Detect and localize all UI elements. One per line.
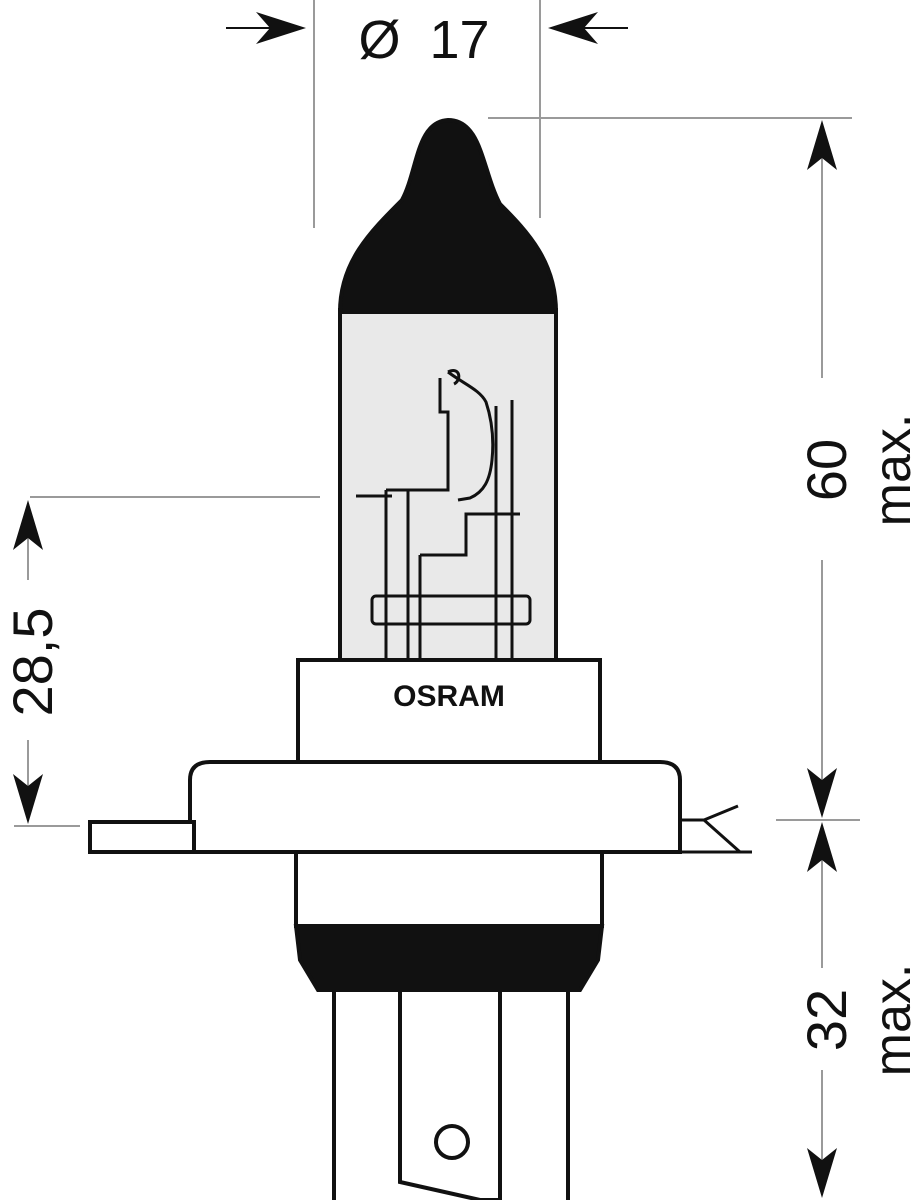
- brand-label: OSRAM: [393, 680, 505, 713]
- center-blade: [398, 988, 502, 1200]
- diameter-symbol: Ø: [358, 10, 400, 70]
- flange-right-notch: [680, 804, 752, 854]
- dim-285-value: 28,5: [1, 608, 64, 717]
- filament-assembly: [356, 369, 532, 664]
- lower-body: [294, 850, 604, 928]
- dim-60-value: 60: [795, 439, 858, 501]
- connector-pins: [332, 988, 570, 1200]
- notch-lines: [680, 804, 752, 854]
- base-collar: [296, 658, 602, 764]
- dim-285-arrow-top: [13, 500, 43, 550]
- curved-filament: [447, 370, 495, 502]
- lower-filament-step: [420, 512, 520, 557]
- flange: [188, 760, 682, 854]
- dim-32-arrow-bottom: [807, 1148, 837, 1198]
- black-lower-band: [293, 924, 605, 992]
- dim-60-qualifier: max.: [864, 414, 920, 527]
- dim-32-label-group: 32 max.: [795, 964, 920, 1077]
- diameter-label: Ø 17: [358, 10, 489, 70]
- blade-hole: [434, 1124, 470, 1160]
- filament-loop-top: [447, 369, 461, 386]
- diameter-value: 17: [429, 10, 489, 70]
- dim-32-qualifier: max.: [864, 964, 920, 1077]
- dim-60-label-group: 60 max.: [795, 414, 920, 527]
- dim-32-arrow-top: [807, 822, 837, 872]
- dim-285-arrow-bottom: [13, 774, 43, 824]
- dim-60-arrow-bottom: [807, 768, 837, 818]
- arrowheads: [13, 12, 837, 1198]
- dim-60-arrow-top: [807, 120, 837, 170]
- flange-left-tab: [88, 820, 196, 854]
- black-tip: [337, 117, 559, 314]
- upper-filament-shield: [386, 378, 450, 492]
- dim-32-value: 32: [795, 989, 858, 1051]
- pinch-bar: [370, 594, 532, 626]
- dim-285-label-group: 28,5: [1, 608, 64, 717]
